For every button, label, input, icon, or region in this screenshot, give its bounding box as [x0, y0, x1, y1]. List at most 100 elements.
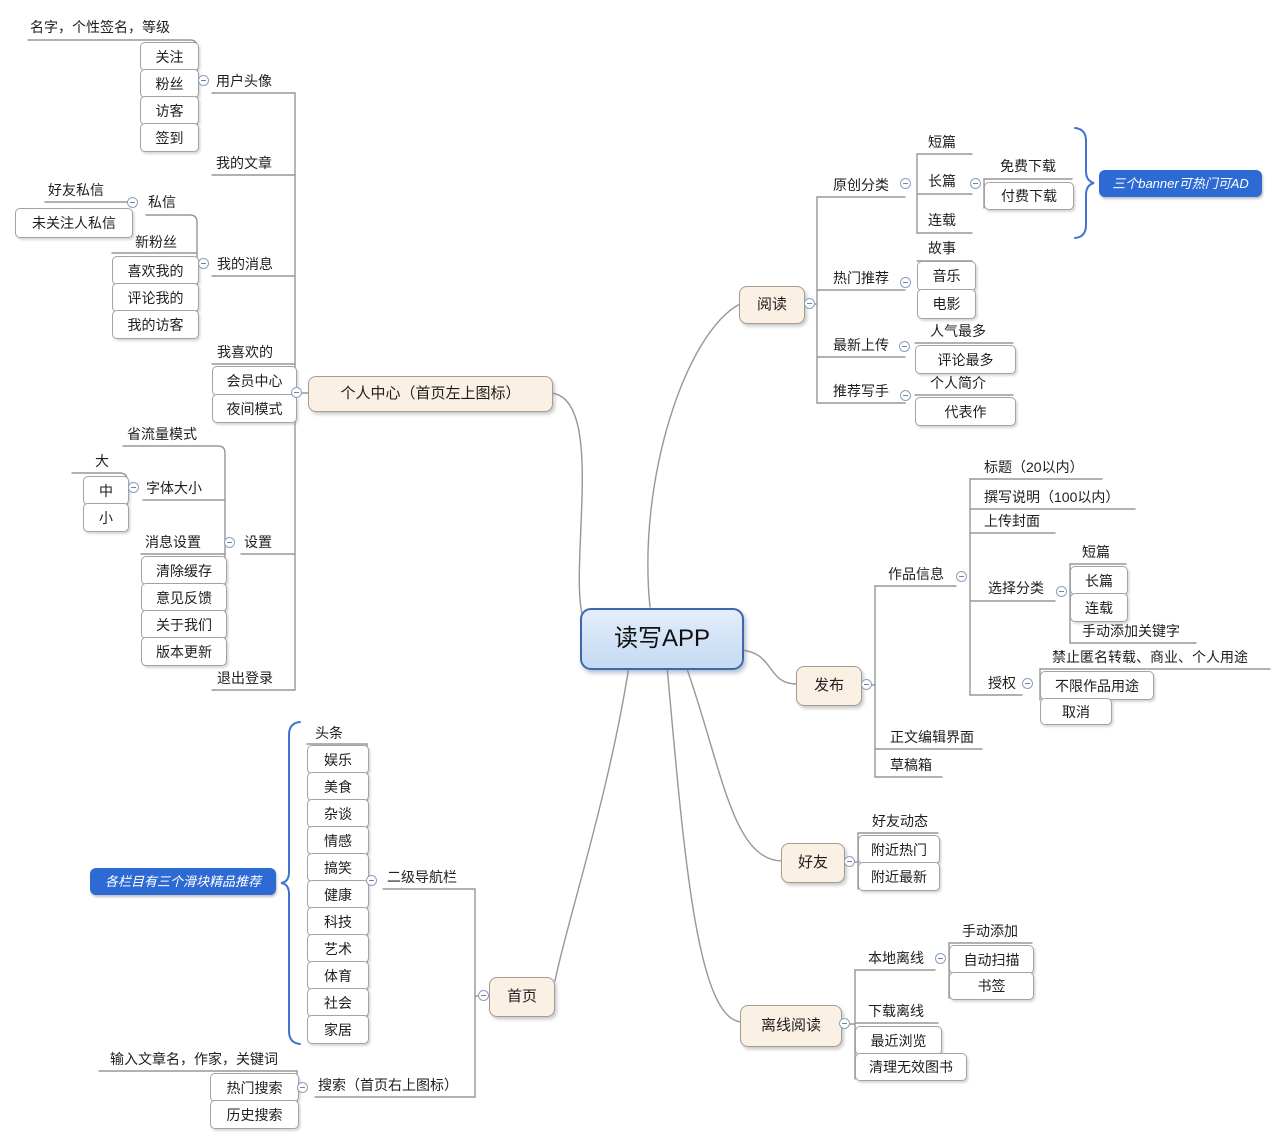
node-download-offline[interactable]: 下载离线: [868, 1003, 924, 1019]
node-bookmarks[interactable]: 书签: [949, 972, 1034, 1000]
collapse-icon[interactable]: [970, 178, 981, 189]
node-free-download[interactable]: 免费下载: [1000, 158, 1056, 174]
collapse-icon[interactable]: [198, 258, 209, 269]
node-logout[interactable]: 退出登录: [217, 670, 273, 686]
node-pub-long[interactable]: 长篇: [1070, 566, 1128, 595]
node-long-piece[interactable]: 长篇: [928, 173, 956, 189]
node-search[interactable]: 搜索（首页右上图标）: [318, 1077, 458, 1093]
collapse-icon[interactable]: [900, 178, 911, 189]
node-personal-profile[interactable]: 个人简介: [930, 375, 986, 391]
node-serial[interactable]: 连载: [928, 212, 956, 228]
node-title-20[interactable]: 标题（20以内）: [984, 459, 1084, 475]
collapse-icon[interactable]: [899, 341, 910, 352]
node-my-visitors[interactable]: 我的访客: [112, 310, 199, 339]
node-most-popular[interactable]: 人气最多: [930, 323, 986, 339]
collapse-icon[interactable]: [861, 679, 872, 690]
node-version-update[interactable]: 版本更新: [141, 637, 227, 666]
node-pub-short[interactable]: 短篇: [1082, 544, 1110, 560]
node-about-us[interactable]: 关于我们: [141, 610, 227, 639]
node-size-large[interactable]: 大: [95, 453, 109, 469]
node-music[interactable]: 音乐: [917, 261, 976, 291]
node-name-sig-level[interactable]: 名字，个性签名，等级: [30, 19, 170, 35]
node-search-hint[interactable]: 输入文章名，作家，关键词: [110, 1051, 278, 1067]
node-movie[interactable]: 电影: [917, 289, 976, 319]
node-size-medium[interactable]: 中: [83, 476, 129, 505]
node-home[interactable]: 首页: [489, 977, 555, 1017]
collapse-icon[interactable]: [900, 277, 911, 288]
node-manual-add[interactable]: 手动添加: [962, 923, 1018, 939]
node-personal-center[interactable]: 个人中心（首页左上图标）: [308, 376, 553, 412]
node-local-offline[interactable]: 本地离线: [868, 950, 924, 966]
node-offline-reading[interactable]: 离线阅读: [740, 1005, 842, 1047]
node-authorization[interactable]: 授权: [988, 675, 1016, 691]
node-clean-invalid-books[interactable]: 清理无效图书: [855, 1053, 967, 1081]
node-cancel[interactable]: 取消: [1040, 698, 1112, 725]
node-msg-settings[interactable]: 消息设置: [145, 534, 201, 550]
node-clear-cache[interactable]: 清除缓存: [141, 556, 227, 585]
node-night-mode[interactable]: 夜间模式: [212, 394, 297, 423]
node-nearby-latest[interactable]: 附近最新: [858, 862, 940, 891]
node-nav-callout[interactable]: 各栏目有三个滑块精品推荐: [90, 868, 276, 895]
node-size-small[interactable]: 小: [83, 503, 129, 532]
node-checkin[interactable]: 签到: [140, 123, 199, 152]
node-manual-keywords[interactable]: 手动添加关键字: [1082, 623, 1180, 639]
node-nav-emotion[interactable]: 情感: [307, 826, 369, 855]
collapse-icon[interactable]: [366, 875, 377, 886]
node-representative-works[interactable]: 代表作: [915, 397, 1016, 426]
node-font-size[interactable]: 字体大小: [146, 480, 202, 496]
node-description-100[interactable]: 撰写说明（100以内）: [984, 489, 1120, 505]
node-unlimited-use[interactable]: 不限作品用途: [1040, 671, 1154, 700]
node-nav-entertainment[interactable]: 娱乐: [307, 745, 369, 774]
node-publish[interactable]: 发布: [796, 666, 862, 706]
collapse-icon[interactable]: [935, 953, 946, 964]
node-nav-art[interactable]: 艺术: [307, 934, 369, 963]
collapse-icon[interactable]: [900, 390, 911, 401]
node-friend-updates[interactable]: 好友动态: [872, 813, 928, 829]
node-liked-me[interactable]: 喜欢我的: [112, 256, 199, 285]
node-text-editor[interactable]: 正文编辑界面: [890, 729, 974, 745]
node-latest-upload[interactable]: 最新上传: [833, 337, 889, 353]
node-nav-food[interactable]: 美食: [307, 772, 369, 801]
node-banner-callout[interactable]: 三个banner可热门可AD: [1099, 170, 1262, 197]
node-nav-headlines[interactable]: 头条: [315, 725, 343, 741]
collapse-icon[interactable]: [297, 1082, 308, 1093]
node-user-avatar[interactable]: 用户头像: [216, 73, 272, 89]
collapse-icon[interactable]: [804, 298, 815, 309]
node-nearby-hot[interactable]: 附近热门: [858, 835, 940, 864]
node-story[interactable]: 故事: [928, 240, 956, 256]
node-reading[interactable]: 阅读: [739, 286, 805, 324]
node-forbid-anonymous[interactable]: 禁止匿名转载、商业、个人用途: [1052, 649, 1248, 665]
node-secondary-navbar[interactable]: 二级导航栏: [387, 869, 457, 885]
collapse-icon[interactable]: [128, 482, 139, 493]
node-recent-browse[interactable]: 最近浏览: [855, 1026, 942, 1055]
collapse-icon[interactable]: [839, 1018, 850, 1029]
node-my-messages[interactable]: 我的消息: [217, 256, 273, 272]
node-commented-me[interactable]: 评论我的: [112, 283, 199, 312]
node-fans[interactable]: 粉丝: [140, 69, 199, 98]
collapse-icon[interactable]: [1022, 678, 1033, 689]
node-pub-serial[interactable]: 连载: [1070, 593, 1128, 622]
collapse-icon[interactable]: [956, 571, 967, 582]
node-auto-scan[interactable]: 自动扫描: [949, 945, 1034, 974]
node-my-articles[interactable]: 我的文章: [216, 155, 272, 171]
node-settings[interactable]: 设置: [244, 534, 272, 550]
node-recommended-writers[interactable]: 推荐写手: [833, 383, 889, 399]
node-nav-tech[interactable]: 科技: [307, 907, 369, 936]
node-follow[interactable]: 关注: [140, 42, 199, 71]
node-friend-pm[interactable]: 好友私信: [48, 182, 104, 198]
node-draft-box[interactable]: 草稿箱: [890, 757, 932, 773]
node-hot-search[interactable]: 热门搜索: [210, 1073, 299, 1102]
node-stranger-pm[interactable]: 未关注人私信: [15, 208, 133, 238]
node-most-commented[interactable]: 评论最多: [915, 345, 1016, 374]
node-data-saver[interactable]: 省流量模式: [127, 426, 197, 442]
node-root[interactable]: 读写APP: [580, 608, 744, 670]
node-visitors[interactable]: 访客: [140, 96, 199, 125]
node-friends[interactable]: 好友: [781, 843, 845, 883]
collapse-icon[interactable]: [224, 537, 235, 548]
node-upload-cover[interactable]: 上传封面: [984, 513, 1040, 529]
node-hot-recommend[interactable]: 热门推荐: [833, 270, 889, 286]
node-my-likes[interactable]: 我喜欢的: [217, 344, 273, 360]
node-paid-download[interactable]: 付费下载: [984, 182, 1074, 210]
node-choose-category[interactable]: 选择分类: [988, 580, 1044, 596]
node-nav-home-living[interactable]: 家居: [307, 1015, 369, 1044]
